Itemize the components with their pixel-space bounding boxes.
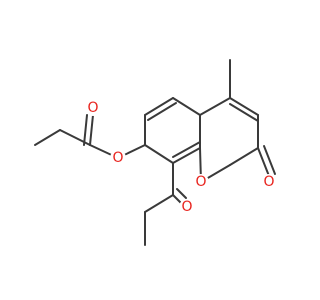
atom-label-text: O xyxy=(181,199,192,215)
atom-O-ester-link: O xyxy=(110,150,126,166)
atom-background xyxy=(85,100,101,116)
double-bond xyxy=(172,147,201,164)
atom-background xyxy=(193,174,209,190)
double-bond xyxy=(83,114,88,146)
atom-background xyxy=(110,150,126,166)
single-bond xyxy=(172,97,201,116)
double-bond xyxy=(172,141,201,158)
double-bond xyxy=(176,188,187,199)
double-bond xyxy=(257,147,270,177)
atom-label-text: O xyxy=(112,150,123,166)
single-bond xyxy=(199,97,231,116)
single-bond xyxy=(34,129,61,146)
double-bond xyxy=(144,97,174,116)
double-bond xyxy=(147,102,177,121)
single-bond xyxy=(144,194,174,213)
atom-O-ketone: O xyxy=(179,199,195,215)
double-bond xyxy=(263,145,276,175)
molecule-structure: O O O O O xyxy=(34,59,277,246)
single-bond xyxy=(229,147,259,166)
single-bond xyxy=(144,144,174,164)
atom-label-text: O xyxy=(87,100,98,116)
atom-O-ring: O xyxy=(193,174,209,190)
atom-O-carbonyl-ester: O xyxy=(85,100,101,116)
double-bond xyxy=(229,103,259,122)
atom-O-lactone: O xyxy=(261,174,277,190)
atom-label-text: O xyxy=(195,174,206,190)
double-bond xyxy=(229,97,259,116)
atom-label-layer: O O O O O xyxy=(85,100,277,215)
atom-background xyxy=(179,199,195,215)
atom-label-text: O xyxy=(263,174,274,190)
atom-background xyxy=(261,174,277,190)
bond-layer xyxy=(34,59,276,246)
double-bond xyxy=(89,114,94,146)
